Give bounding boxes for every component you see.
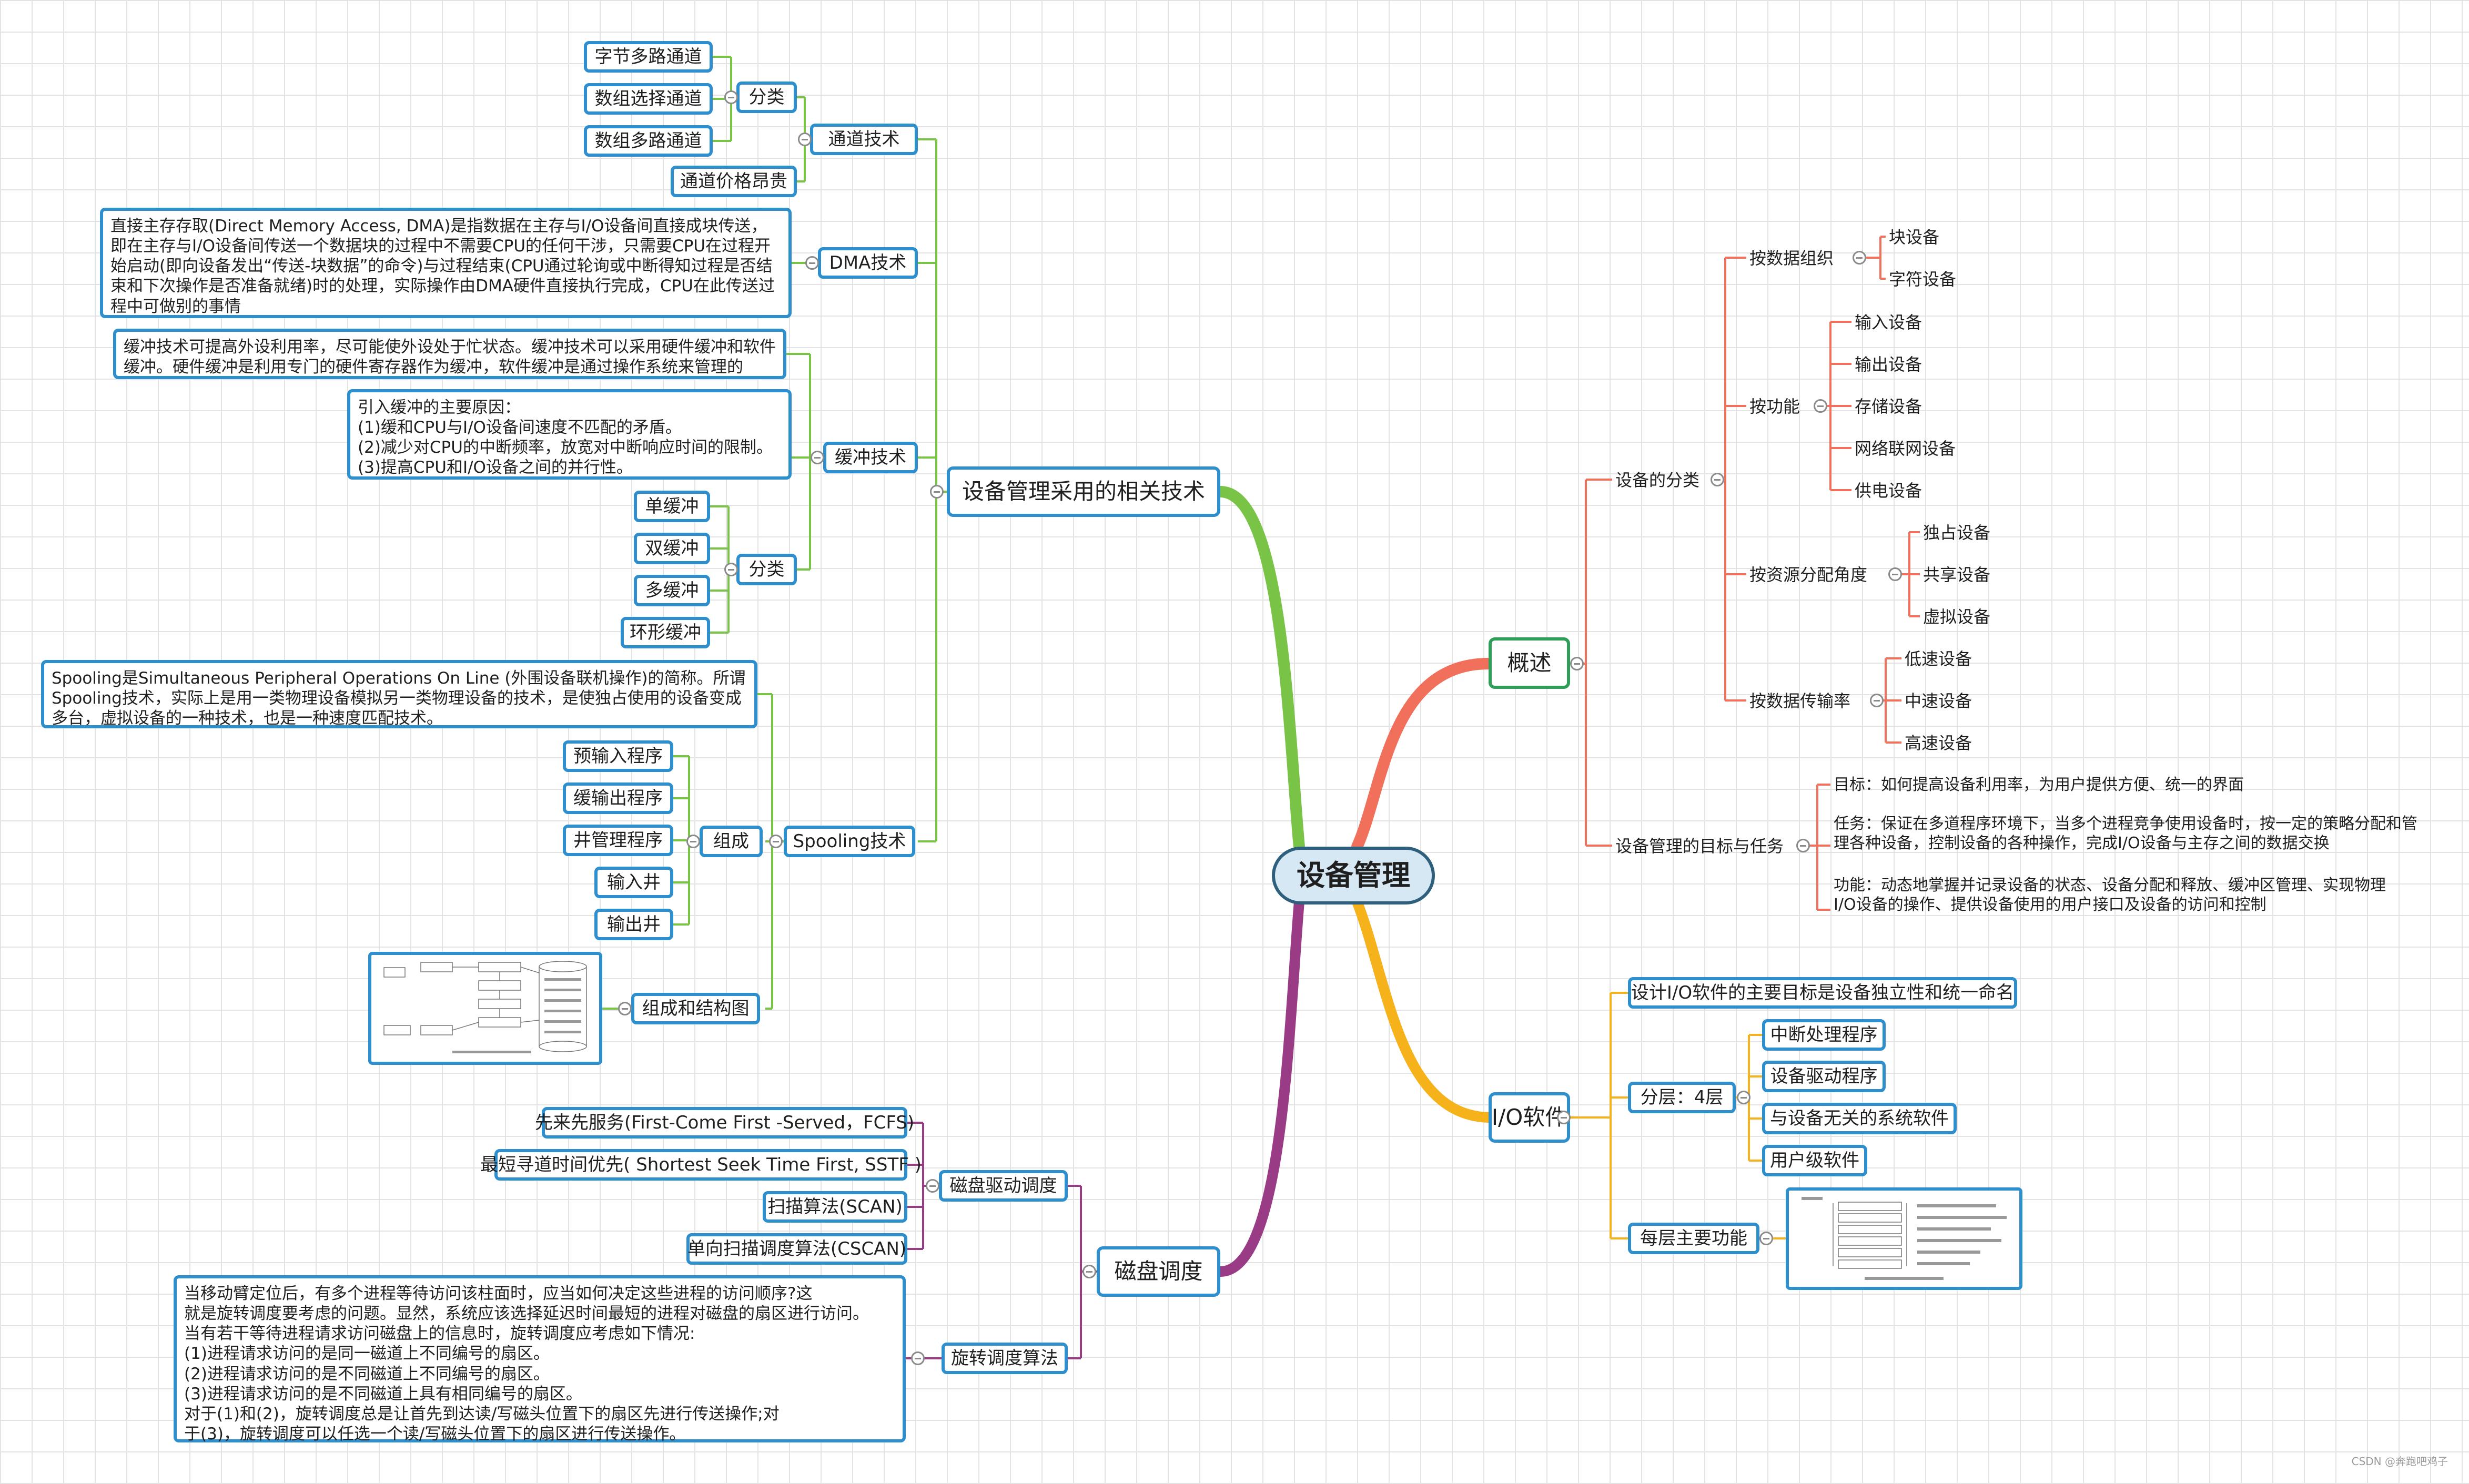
exclusive-device[interactable]: 独占设备 [1923,522,1991,543]
buffer-classify[interactable]: 分类 [736,554,797,585]
cscan-algorithm[interactable]: 单向扫描调度算法(CSCAN) [686,1233,907,1265]
collapse-icon[interactable] [1759,1232,1773,1245]
spooling-structure[interactable]: 组成和结构图 [631,993,760,1024]
by-resource[interactable]: 按资源分配角度 [1749,564,1868,585]
low-speed-device[interactable]: 低速设备 [1905,648,1972,669]
shared-device[interactable]: 共享设备 [1923,564,1991,585]
user-level-software[interactable]: 用户级软件 [1762,1145,1867,1176]
related-tech-topic[interactable]: 设备管理采用的相关技术 [947,466,1220,517]
goal-target: 目标：如何提高设备利用率，为用户提供方便、统一的界面 [1834,776,2244,794]
mid-speed-device[interactable]: 中速设备 [1905,690,1972,711]
multi-buffer[interactable]: 多缓冲 [634,575,710,606]
channel-tech[interactable]: 通道技术 [810,124,918,155]
collapse-icon[interactable] [724,563,738,576]
fcfs-algorithm[interactable]: 先来先服务(First-Come First -Served，FCFS) [535,1107,914,1139]
root-topic[interactable]: 设备管理 [1272,847,1435,904]
collapse-icon[interactable] [811,451,824,464]
buffer-description: 缓冲技术可提高外设利用率，尽可能使外设处于忙状态。缓冲技术可以采用硬件缓冲和软件… [113,329,786,379]
collapse-icon[interactable] [1570,657,1584,670]
spooling-description: Spooling是Simultaneous Peripheral Operati… [41,660,757,728]
collapse-icon[interactable] [1796,839,1810,852]
buffer-tech[interactable]: 缓冲技术 [823,442,918,473]
collapse-icon[interactable] [926,1179,939,1193]
collapse-icon[interactable] [911,1351,925,1365]
array-multiplex-channel[interactable]: 数组多路通道 [584,125,713,157]
io-layer-diagram [1802,1197,2007,1280]
collapse-icon[interactable] [798,133,812,146]
dma-tech[interactable]: DMA技术 [818,247,918,279]
io-software-topic[interactable]: I/O软件 [1489,1092,1570,1143]
spooling-compose[interactable]: 组成 [700,826,763,857]
branch-overview [1351,658,1494,852]
input-device[interactable]: 输入设备 [1855,312,1922,332]
device-independent-software[interactable]: 与设备无关的系统软件 [1762,1103,1957,1134]
pre-input-program[interactable]: 预输入程序 [563,740,673,772]
spooling-figure [368,952,602,1065]
power-device[interactable]: 供电设备 [1855,480,1922,501]
collapse-icon[interactable] [686,835,700,848]
device-driver[interactable]: 设备驱动程序 [1762,1061,1886,1092]
storage-device[interactable]: 存储设备 [1855,396,1922,416]
branch-io [1352,897,1494,1123]
io-layer-figure [1786,1187,2022,1290]
slow-output-program[interactable]: 缓输出程序 [563,782,673,814]
overview-topic[interactable]: 概述 [1489,637,1570,689]
collapse-icon[interactable] [1557,1111,1571,1124]
collapse-icon[interactable] [805,256,819,270]
network-device[interactable]: 网络联网设备 [1855,438,1956,459]
by-data-org[interactable]: 按数据组织 [1749,248,1834,268]
virtual-device[interactable]: 虚拟设备 [1923,606,1991,627]
spooling-diagram [383,961,587,1053]
double-buffer[interactable]: 双缓冲 [634,533,710,564]
dma-description: 直接主存存取(Direct Memory Access, DMA)是指数据在主存… [100,208,792,318]
collapse-icon[interactable] [1711,473,1724,486]
goal-task: 任务：保证在多道程序环境下，当多个进程竞争使用设备时，按一定的策略分配和管理各种… [1834,815,2417,852]
collapse-icon[interactable] [618,1002,632,1015]
array-select-channel[interactable]: 数组选择通道 [584,83,713,115]
collapse-icon[interactable] [1870,694,1884,707]
char-device[interactable]: 字符设备 [1889,269,1957,289]
io-design-goal[interactable]: 设计I/O软件的主要目标是设备独立性和统一命名 [1628,977,2017,1009]
sstf-algorithm[interactable]: 最短寻道时间优先( Shortest Seek Time First, SSTF… [480,1149,922,1181]
input-well[interactable]: 输入井 [594,867,673,898]
channel-expensive[interactable]: 通道价格昂贵 [671,166,797,197]
io-layers[interactable]: 分层：4层 [1628,1082,1736,1113]
byte-multiplex-channel[interactable]: 字节多路通道 [584,41,713,73]
branch-tech [1215,486,1305,852]
credit-watermark: CSDN @奔跑吧鸡子 [2351,1455,2448,1468]
by-rate[interactable]: 按数据传输率 [1749,690,1851,711]
output-well[interactable]: 输出井 [594,909,673,940]
collapse-icon[interactable] [724,90,738,104]
rotation-scheduling[interactable]: 旋转调度算法 [942,1343,1068,1374]
scan-algorithm[interactable]: 扫描算法(SCAN) [763,1191,907,1223]
collapse-icon[interactable] [1888,567,1902,581]
collapse-icon[interactable] [1082,1265,1096,1278]
collapse-icon[interactable] [1814,399,1827,413]
by-function[interactable]: 按功能 [1749,396,1800,416]
collapse-icon[interactable] [930,485,944,499]
branch-disk [1215,897,1304,1277]
disk-scheduling-topic[interactable]: 磁盘调度 [1097,1246,1220,1297]
buffer-reasons: 引入缓冲的主要原因： (1)缓和CPU与I/O设备间速度不匹配的矛盾。 (2)减… [347,389,792,480]
device-classification[interactable]: 设备的分类 [1615,470,1700,490]
interrupt-handler[interactable]: 中断处理程序 [1762,1019,1886,1051]
high-speed-device[interactable]: 高速设备 [1905,733,1972,753]
output-device[interactable]: 输出设备 [1855,354,1922,374]
single-buffer[interactable]: 单缓冲 [634,491,710,522]
goals-and-tasks[interactable]: 设备管理的目标与任务 [1615,836,1784,856]
block-device[interactable]: 块设备 [1889,227,1940,247]
disk-drive-scheduling[interactable]: 磁盘驱动调度 [939,1170,1068,1202]
goal-function: 功能：动态地掌握并记录设备的状态、设备分配和释放、缓冲区管理、实现物理I/O设备… [1834,876,2386,914]
spooling-tech[interactable]: Spooling技术 [784,826,915,857]
collapse-icon[interactable] [769,835,783,848]
collapse-icon[interactable] [1853,251,1866,265]
layer-functions[interactable]: 每层主要功能 [1628,1223,1759,1254]
rotation-description: 当移动臂定位后，有多个进程等待访问该柱面时，应当如何决定这些进程的访问顺序?这 … [174,1275,906,1444]
collapse-icon[interactable] [1737,1091,1750,1104]
well-manager-program[interactable]: 井管理程序 [563,825,673,856]
channel-classify[interactable]: 分类 [736,82,797,113]
ring-buffer[interactable]: 环形缓冲 [621,617,710,648]
